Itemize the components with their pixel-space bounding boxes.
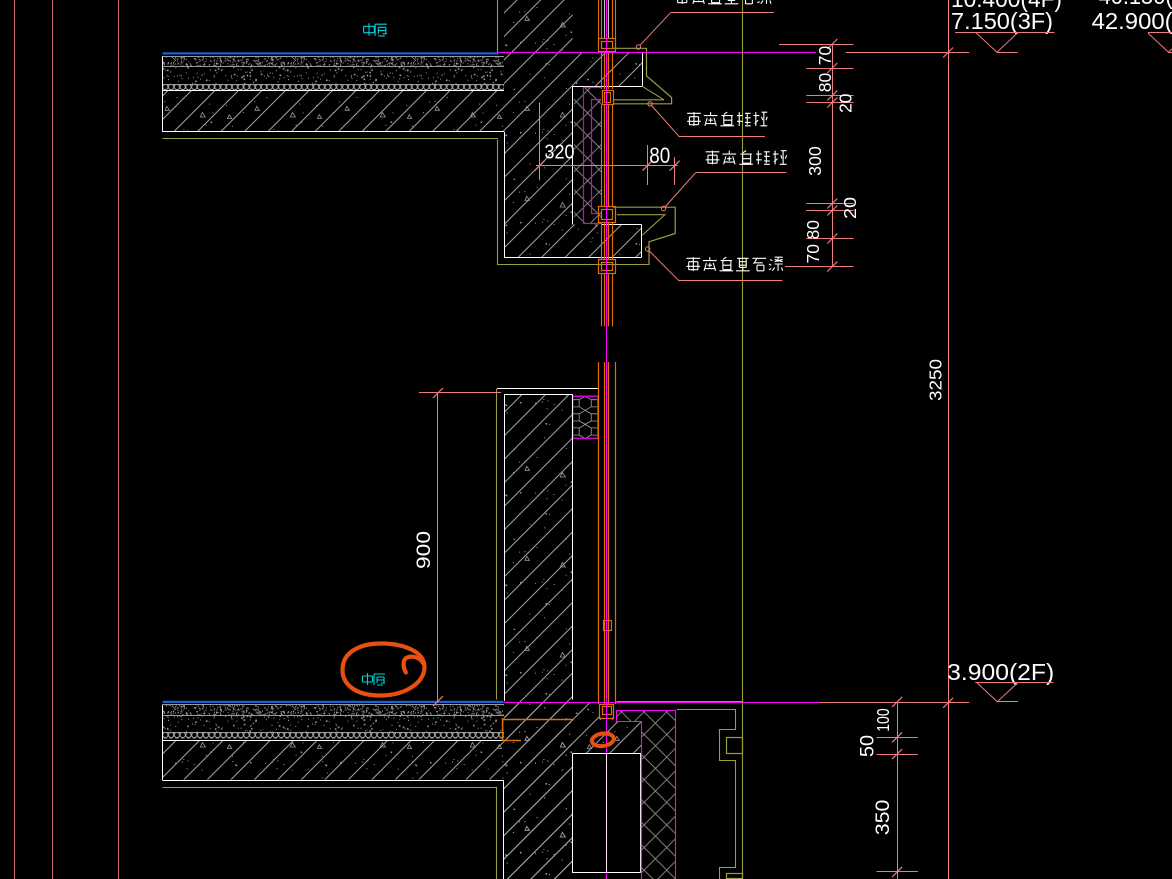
svg-text:3.900(2F): 3.900(2F) [947, 659, 1054, 685]
svg-text:70: 70 [815, 45, 835, 65]
svg-text:10.400(4F): 10.400(4F) [951, 0, 1062, 12]
svg-text:7.150(3F): 7.150(3F) [951, 8, 1053, 34]
svg-text:100: 100 [873, 708, 893, 732]
svg-text:320: 320 [545, 141, 575, 164]
svg-text:70: 70 [803, 244, 823, 264]
svg-text:80: 80 [803, 220, 823, 240]
svg-text:3250: 3250 [926, 359, 946, 401]
svg-text:20: 20 [836, 93, 856, 113]
svg-text:80: 80 [815, 72, 835, 92]
svg-text:20: 20 [840, 197, 860, 219]
svg-text:50: 50 [858, 735, 879, 757]
svg-text:350: 350 [873, 800, 894, 835]
svg-text:80: 80 [649, 143, 670, 168]
svg-text:300: 300 [805, 146, 825, 176]
svg-text:40.150(: 40.150( [1099, 0, 1172, 9]
svg-text:42.900(: 42.900( [1092, 8, 1172, 34]
svg-text:900: 900 [414, 531, 435, 569]
